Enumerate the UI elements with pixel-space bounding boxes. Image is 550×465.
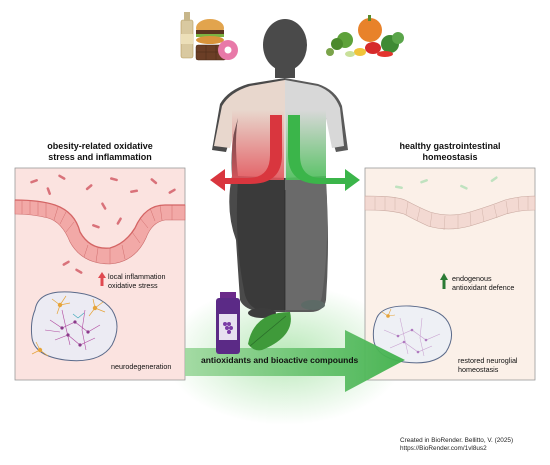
label-oxidative-stress: oxidative stress xyxy=(108,281,158,290)
junk-food-icon xyxy=(180,12,238,61)
credit-text: Created in BioRender. Bellitto, V. (2025… xyxy=(400,437,513,453)
right-title-line2: homeostasis xyxy=(422,152,478,162)
credit-line2: https://BioRender.com/1vl8us2 xyxy=(400,445,487,452)
healthy-gut-epithelium-icon xyxy=(364,176,536,231)
gut-epithelium-icon xyxy=(14,174,186,274)
left-title-line1: obesity-related oxidative xyxy=(47,141,153,151)
left-panel-title: obesity-related oxidative stress and inf… xyxy=(30,141,170,163)
label-antioxidant-defence: antioxidant defence xyxy=(452,283,515,292)
vegetables-icon xyxy=(326,15,404,57)
juice-bottle-icon xyxy=(216,292,240,354)
label-endogenous: endogenous xyxy=(452,274,492,283)
leaf-icon xyxy=(248,312,291,351)
neuron-glia-icon xyxy=(372,305,452,364)
credit-line1: Created in BioRender. Bellitto, V. (2025… xyxy=(400,437,514,444)
right-panel-title: healthy gastrointestinal homeostasis xyxy=(375,141,525,163)
label-local-inflammation: local inflammation xyxy=(108,272,166,281)
label-homeostasis: homeostasis xyxy=(458,365,499,374)
bioactive-banner-arrow xyxy=(185,330,405,392)
label-neurodegeneration: neurodegeneration xyxy=(111,362,172,371)
left-title-line2: stress and inflammation xyxy=(48,152,152,162)
right-effects-label: endogenous antioxidant defence xyxy=(452,274,514,292)
right-panel xyxy=(364,167,536,381)
healthy-arrow xyxy=(288,115,360,191)
right-title-line1: healthy gastrointestinal xyxy=(399,141,501,151)
left-effects-label: local inflammation oxidative stress xyxy=(108,272,166,290)
increase-arrow-icon xyxy=(98,272,106,286)
unhealthy-arrow xyxy=(210,115,282,191)
neuron-glia-icon xyxy=(30,291,118,362)
label-restored-neuroglial: restored neuroglial xyxy=(458,356,518,365)
person-figure xyxy=(212,19,348,318)
increase-arrow-icon xyxy=(440,273,448,289)
banner-label: antioxidants and bioactive compounds xyxy=(201,355,359,365)
left-panel xyxy=(14,167,186,381)
right-outcome-label: restored neuroglial homeostasis xyxy=(458,356,518,374)
